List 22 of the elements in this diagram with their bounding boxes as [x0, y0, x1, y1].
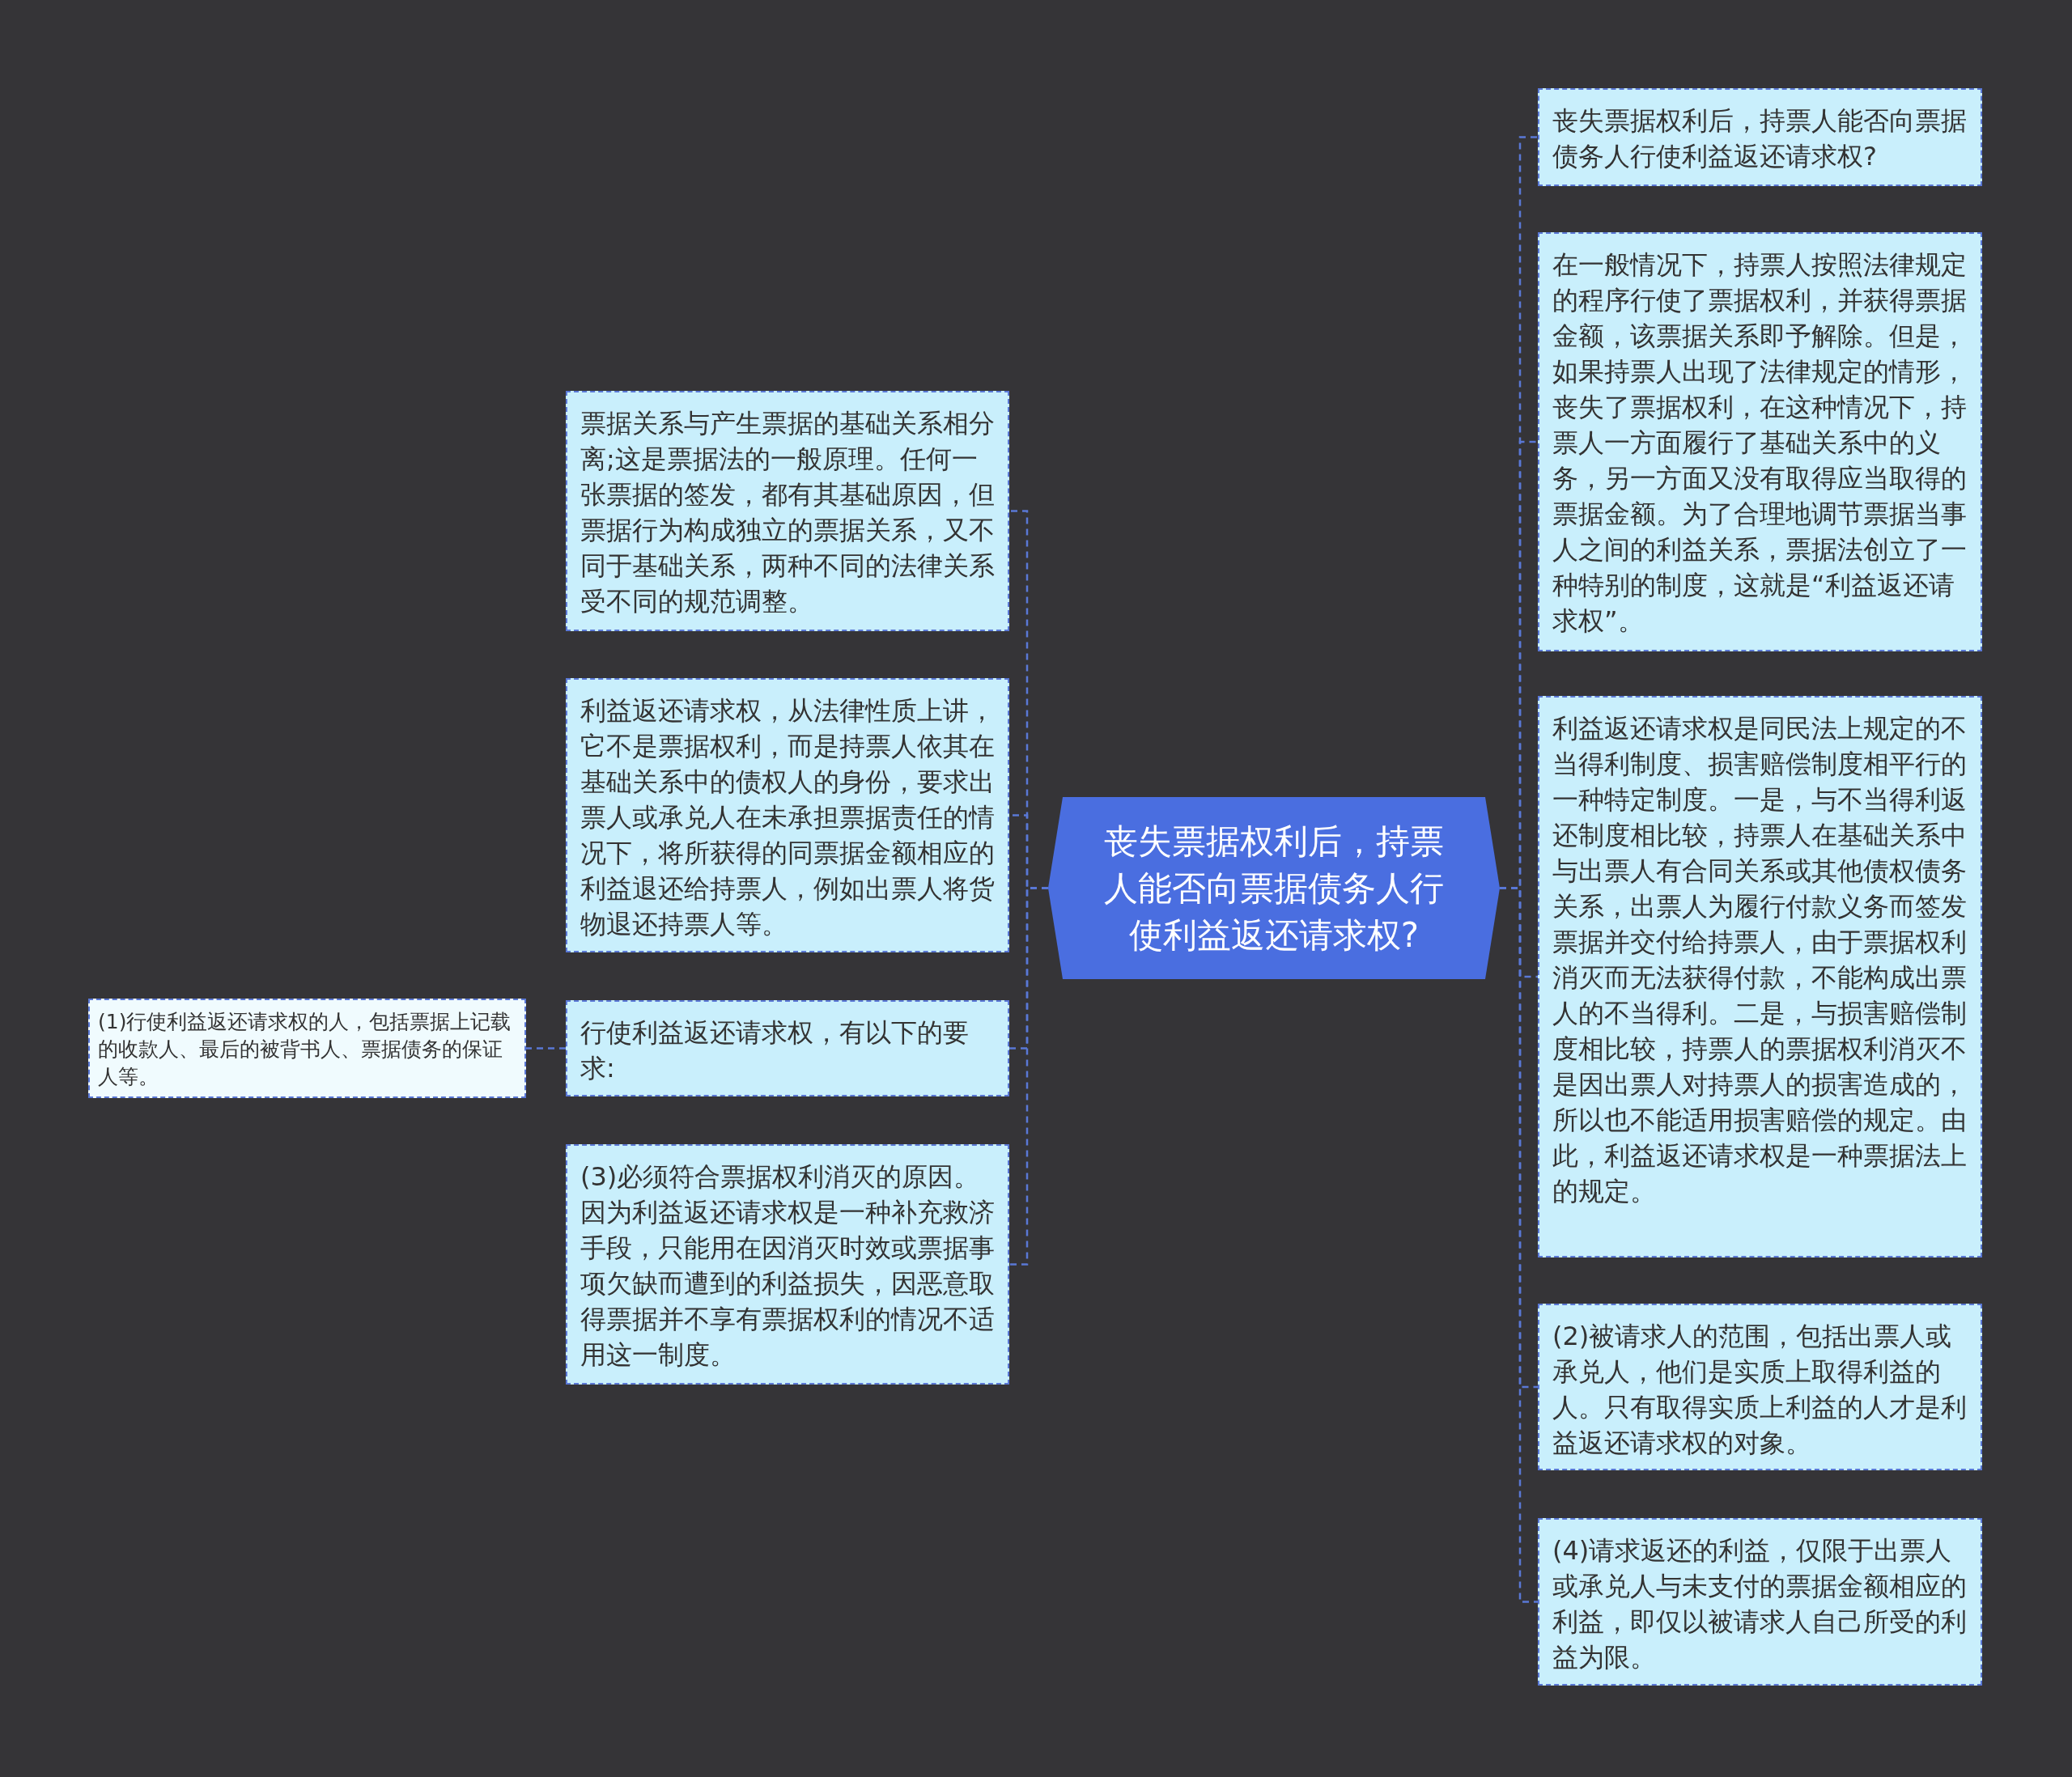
topic-text: (2)被请求人的范围，包括出票人或承兑人，他们是实质上取得利益的人。只有取得实质上利益的人才是利益返还请求权的对象。 [1552, 1321, 1967, 1458]
topic-box [566, 678, 1009, 952]
topic-text: 丧失票据权利后，持票人能否向票据债务人行使利益返还请求权? [1103, 820, 1445, 956]
topic-text: (3)必须符合票据权利消灭的原因。因为利益返还请求权是一种补充救济手段，只能用在因消灭时效或票据事项欠缺而遭到的利益损失，因恶意取得票据并不享有票据权利的情况不适用这一制度。 [580, 1161, 995, 1370]
topic-text: (1)行使利益返还请求权的人，包括票据上记载的收款人、最后的被背书人、票据债务的保证人等。 [98, 1010, 512, 1088]
topic-box [1538, 1518, 1982, 1686]
topic-text: 行使利益返还请求权，有以下的要求: [580, 1017, 969, 1084]
topic-box [1538, 696, 1982, 1257]
topic-box [566, 1000, 1009, 1096]
topic-text: 丧失票据权利后，持票人能否向票据债务人行使利益返还请求权? [1552, 105, 1967, 172]
topic-text: 利益返还请求权是同民法上规定的不当得利制度、损害赔偿制度相平行的一种特定制度。一是，与不当得利返还制度相比较，持票人在基础关系中与出票人有合同关系或其他债权债务关系，出票人为履行付款义务而签发票据并交付给持票人，由于票据权利消灭而无法获得付款，不能构成出票人的不当得利。二是，与损害赔偿制度相比较，持票人的票据权利消灭不是因出票人对持票人的损害造成的，所以也不能适用损害赔偿的规定。由此，利益返还请求权是一种票据法上的规定。 [1552, 713, 1967, 1207]
topic-text: 在一般情况下，持票人按照法律规定的程序行使了票据权利，并获得票据金额，该票据关系即予解除。但是，如果持票人出现了法律规定的情形，丧失了票据权利，在这种情况下，持票人一方面履行了基础关系中的义务，另一方面又没有取得应当取得的票据金额。为了合理地调节票据当事人之间的利益关系，票据法创立了一种特别的制度，这就是“利益返还请求权”。 [1552, 249, 1967, 636]
topic-box [566, 391, 1009, 631]
topic-text: (4)请求返还的利益，仅限于出票人或承兑人与未支付的票据金额相应的利益，即仅以被请求人自己所受的利益为限。 [1552, 1535, 1967, 1673]
topic-box [566, 1144, 1009, 1385]
topic-box [1538, 1304, 1982, 1470]
topic-text: 利益返还请求权，从法律性质上讲，它不是票据权利，而是持票人依其在基础关系中的债权人的身份，要求出票人或承兑人在未承担票据责任的情况下，将所获得的同票据金额相应的利益退还给持票人，例如出票人将货物退还持票人等。 [580, 695, 995, 939]
central-topic-hexagon [1048, 797, 1500, 979]
connector-line [526, 1047, 566, 1050]
topic-box [88, 999, 526, 1098]
topic-box [1538, 88, 1982, 186]
topic-text: 票据关系与产生票据的基础关系相分离;这是票据法的一般原理。任何一张票据的签发，都有其基础原因，但票据行为构成独立的票据关系，又不同于基础关系，两种不同的法律关系受不同的规范调整。 [580, 408, 995, 617]
